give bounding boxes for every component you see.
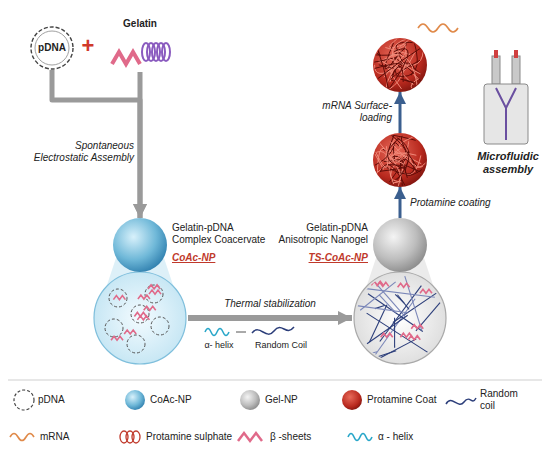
legend-pdna-icon — [14, 390, 34, 410]
node-label: pDNA — [30, 42, 74, 54]
node-label: Gelatin — [100, 18, 180, 30]
transition-line — [236, 332, 246, 333]
legend-label: Gel-NP — [265, 394, 298, 406]
legend-label: Protamine sulphate — [146, 431, 232, 443]
legend-coac-icon — [125, 390, 145, 410]
legend-label: Protamine Coat — [367, 394, 436, 406]
legend-gel-icon — [240, 390, 260, 410]
process-arrow — [188, 315, 352, 321]
legend-protamine-coat-icon — [342, 390, 362, 410]
protamine-coated-nanogel — [373, 133, 427, 187]
ts-coac-nanogel: Gelatin-pDNA Anisotropic NanogelTS-CoAc-… — [352, 218, 448, 368]
process-arrow — [399, 92, 402, 133]
legend-alpha-helix-icon — [348, 434, 372, 441]
mrna-loaded-nanogel — [373, 38, 427, 92]
legend-label: α - helix — [378, 431, 413, 443]
structure-label: Random Coil — [250, 340, 312, 351]
alpha-helix-symbol — [205, 329, 229, 336]
legend-divider — [8, 380, 542, 381]
legend-label: CoAc-NP — [150, 394, 192, 406]
step-label: Thermal stabilization — [200, 298, 340, 310]
node-tag: TS-CoAc-NP — [268, 252, 368, 264]
mrna-strand — [418, 24, 458, 32]
gelatin-protein-shape — [110, 34, 170, 72]
process-arrow — [399, 187, 402, 218]
structure-label: α- helix — [196, 340, 242, 351]
step-label: Spontaneous Electrostatic Assembly — [24, 140, 134, 164]
legend-random-coil-icon — [446, 398, 476, 404]
legend-label: mRNA — [40, 431, 69, 443]
random-coil-symbol — [252, 327, 294, 334]
node-label: Gelatin-pDNA Complex Coacervate — [172, 222, 270, 246]
legend-label: Random coil — [480, 388, 520, 412]
legend-protamine-sulphate-icon — [120, 431, 140, 443]
step-label: mRNA Surface-loading — [318, 100, 392, 124]
process-arrow — [138, 72, 143, 218]
node-tag: CoAc-NP — [172, 252, 270, 264]
legend-mrna-icon — [10, 434, 34, 441]
legend-label: β -sheets — [270, 431, 311, 443]
method-label: Microfluidic assembly — [470, 150, 546, 176]
step-label: Protamine coating — [410, 197, 510, 209]
legend-beta-sheet-icon — [238, 433, 262, 441]
plus-sign: + — [78, 34, 98, 58]
coac-nanoparticle: Gelatin-pDNA Complex CoacervateCoAc-NP — [92, 218, 188, 368]
gelatin-protein: Gelatin — [110, 34, 170, 72]
legend-label: pDNA — [38, 394, 65, 406]
mrna-loaded-nanogel-shape — [373, 38, 427, 92]
node-label: Gelatin-pDNA Anisotropic Nanogel — [268, 222, 368, 246]
protamine-coated-nanogel-shape — [373, 133, 427, 187]
microfluidic-device — [484, 50, 528, 144]
pdna-plasmid: pDNA — [30, 26, 74, 70]
